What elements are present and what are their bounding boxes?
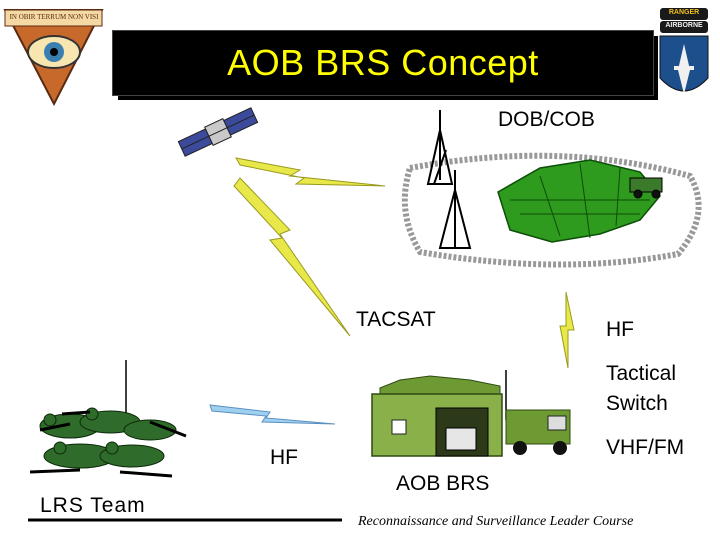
label-lrs-team: LRS Team xyxy=(40,494,146,517)
truck-icon xyxy=(505,409,571,455)
footer-course-name: Reconnaissance and Surveillance Leader C… xyxy=(358,514,634,529)
airborne-tab-text: AIRBORNE xyxy=(665,22,703,29)
label-hf-right: HF xyxy=(606,318,634,341)
label-dob-cob: DOB/COB xyxy=(498,108,595,131)
tent-icon xyxy=(497,159,661,243)
hf-link-bolt-left xyxy=(209,404,336,425)
vehicle-icon xyxy=(629,177,663,199)
label-hf-left: HF xyxy=(270,446,298,469)
dob-cob-compound xyxy=(401,110,702,268)
radio-tower-icon xyxy=(426,110,472,249)
label-tacsat: TACSAT xyxy=(356,308,436,331)
aob-brs-building xyxy=(371,370,571,457)
soldier-icon xyxy=(39,407,177,469)
tacsat-link-bolts xyxy=(233,157,386,337)
hf-link-bolt-right xyxy=(559,291,575,369)
eye-emblem-icon xyxy=(3,9,104,107)
tent-roof-icon xyxy=(379,375,501,397)
label-switch: Switch xyxy=(606,392,668,415)
page-title: AOB BRS Concept xyxy=(227,42,539,83)
ranger-airborne-patch-icon xyxy=(659,8,709,94)
label-vhf-fm: VHF/FM xyxy=(606,436,685,459)
label-tactical: Tactical xyxy=(606,362,677,385)
ranger-tab-text: RANGER xyxy=(668,9,700,16)
title-box: AOB BRS Concept xyxy=(112,30,654,96)
satellite-icon xyxy=(177,107,259,157)
label-aob-brs: AOB BRS xyxy=(396,472,490,495)
lrs-team-soldiers xyxy=(29,360,187,478)
emblem-motto: IN OBIR TERRUM NON VISI xyxy=(9,13,99,21)
